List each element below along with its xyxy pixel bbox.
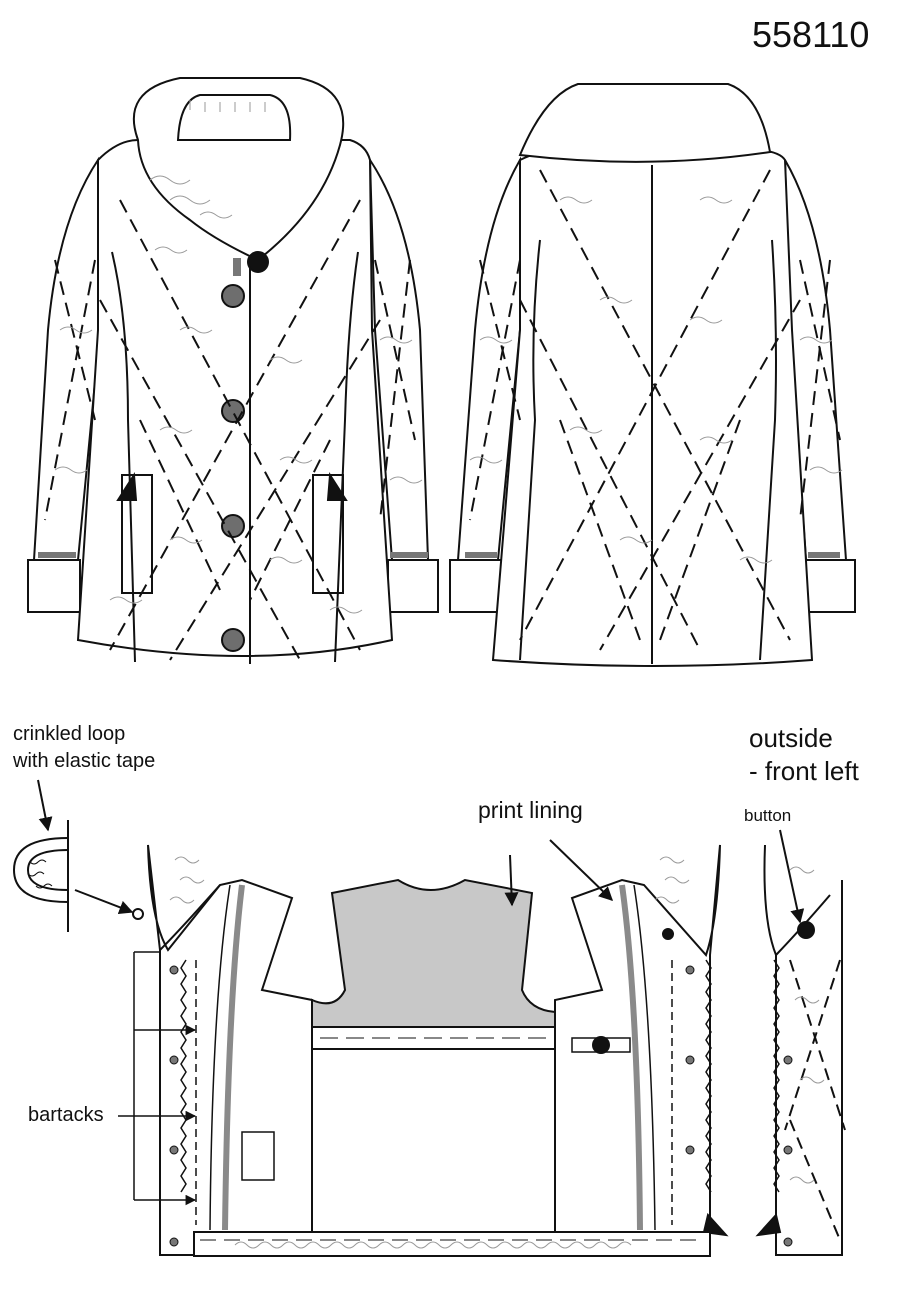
print-lining-arrow (504, 854, 519, 907)
loop-ring (132, 908, 144, 920)
inner-button (592, 1036, 610, 1054)
outside-check-pattern (784, 959, 846, 1241)
print-lining (311, 878, 556, 1028)
right-hem-mark (702, 1212, 729, 1237)
right-loop-button (662, 928, 674, 940)
button-arrow (779, 829, 805, 924)
front-princess-seam-left (111, 251, 136, 663)
back-right-cuff (802, 559, 856, 613)
front-view (27, 77, 439, 664)
front-princess-seam-right (334, 251, 359, 663)
outside-snap-dots (783, 1055, 793, 1247)
inside-view (12, 779, 729, 1257)
front-check-pattern (44, 199, 416, 661)
outside-hem-mark (755, 1212, 782, 1237)
front-button-1 (221, 284, 245, 308)
back-collar (518, 83, 772, 163)
style-number: 558110 (752, 14, 870, 55)
back-princess-seam-left (519, 239, 541, 661)
outside-button (797, 921, 815, 939)
loop-label-line1: crinkled loop (13, 723, 126, 745)
outside-zigzag-edge (773, 959, 780, 1193)
front-pocket-left (121, 474, 153, 594)
front-right-cuff (387, 559, 439, 613)
front-collar-button (247, 251, 269, 273)
inside-fur-texture (169, 856, 690, 904)
front-pocket-left-flap (116, 471, 138, 501)
button-label: button (744, 806, 792, 825)
outside-label-line2: - front left (749, 756, 859, 786)
front-neck-opening (176, 94, 292, 141)
front-left-cuff (27, 559, 81, 613)
left-zigzag-edge (180, 959, 187, 1193)
print-lining-arrow-2 (549, 839, 614, 901)
front-collar-tab (233, 258, 241, 276)
hem-fur-texture (234, 1241, 632, 1249)
print-lining-label: print lining (478, 797, 583, 823)
outside-fur-texture (789, 866, 825, 1184)
front-right-cuff-stripe (390, 552, 428, 558)
back-left-sleeve (456, 156, 521, 561)
outside-front-left-label: outside - front left (749, 722, 859, 788)
right-facing-stripe (619, 884, 643, 1231)
crinkled-loop-detail (12, 820, 69, 932)
loop-label-line2: with elastic tape (13, 750, 156, 772)
outside-front-left-detail (755, 829, 846, 1256)
front-fur-texture (54, 100, 423, 614)
back-view (449, 83, 856, 667)
front-left-sleeve (32, 156, 102, 561)
back-left-cuff (449, 559, 503, 613)
back-fur-texture (469, 196, 843, 564)
inside-pocket (241, 1131, 275, 1181)
front-button-4 (221, 628, 245, 652)
loop-arrow (37, 779, 53, 832)
back-check-pattern (469, 169, 841, 651)
front-button-3 (221, 514, 245, 538)
front-left-cuff-stripe (38, 552, 76, 558)
front-button-2 (221, 399, 245, 423)
bartacks-label: bartacks (28, 1104, 104, 1126)
back-princess-seam-right (759, 239, 777, 661)
left-snap-dots (169, 965, 179, 1247)
loop-label: crinkled loop with elastic tape (13, 721, 155, 775)
outside-label-line1: outside (749, 723, 833, 753)
front-pocket-right (312, 474, 344, 594)
left-facing-stripe (222, 884, 245, 1231)
front-pocket-right-flap (326, 471, 348, 501)
back-right-cuff-stripe (808, 552, 840, 558)
right-zigzag-edge (705, 959, 712, 1193)
back-left-cuff-stripe (465, 552, 497, 558)
loop-attach-arrow (74, 889, 134, 914)
outside-piece-outline (763, 844, 843, 1256)
